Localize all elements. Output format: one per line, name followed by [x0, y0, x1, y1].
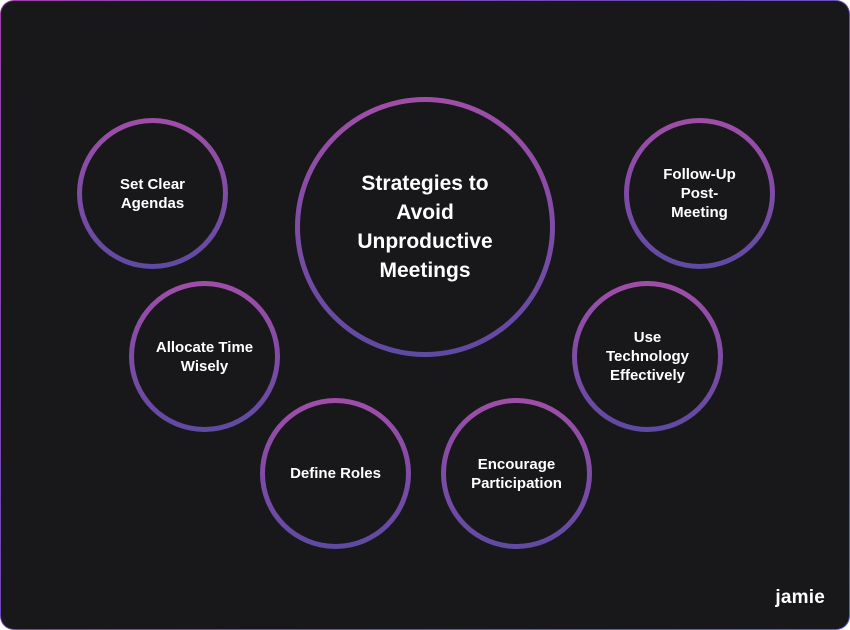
node-allocate-time-wisely: Allocate Time Wisely [129, 281, 280, 432]
node-body: Follow-Up Post- Meeting [629, 123, 770, 264]
center-node: Strategies to Avoid Unproductive Meeting… [295, 97, 555, 357]
node-label: Define Roles [290, 465, 381, 482]
center-node-body: Strategies to Avoid Unproductive Meeting… [300, 102, 550, 352]
node-body: Define Roles [265, 403, 406, 544]
node-define-roles: Define Roles [260, 398, 411, 549]
node-label: Set Clear Agendas [119, 175, 186, 212]
center-node-label: Strategies to Avoid Unproductive Meeting… [357, 172, 493, 282]
node-label: Use Technology Effectively [605, 329, 690, 384]
node-use-technology-effectively: Use Technology Effectively [572, 281, 723, 432]
node-encourage-participation: Encourage Participation [441, 398, 592, 549]
brand-logo: jamie [775, 587, 825, 608]
node-body: Allocate Time Wisely [134, 286, 275, 427]
node-label: Follow-Up Post- Meeting [663, 166, 736, 221]
node-set-clear-agendas: Set Clear Agendas [77, 118, 228, 269]
node-body: Set Clear Agendas [82, 123, 223, 264]
node-follow-up-post-meeting: Follow-Up Post- Meeting [624, 118, 775, 269]
node-label: Allocate Time Wisely [155, 338, 254, 375]
node-label: Encourage Participation [471, 455, 562, 492]
node-body: Use Technology Effectively [577, 286, 718, 427]
node-body: Encourage Participation [446, 403, 587, 544]
